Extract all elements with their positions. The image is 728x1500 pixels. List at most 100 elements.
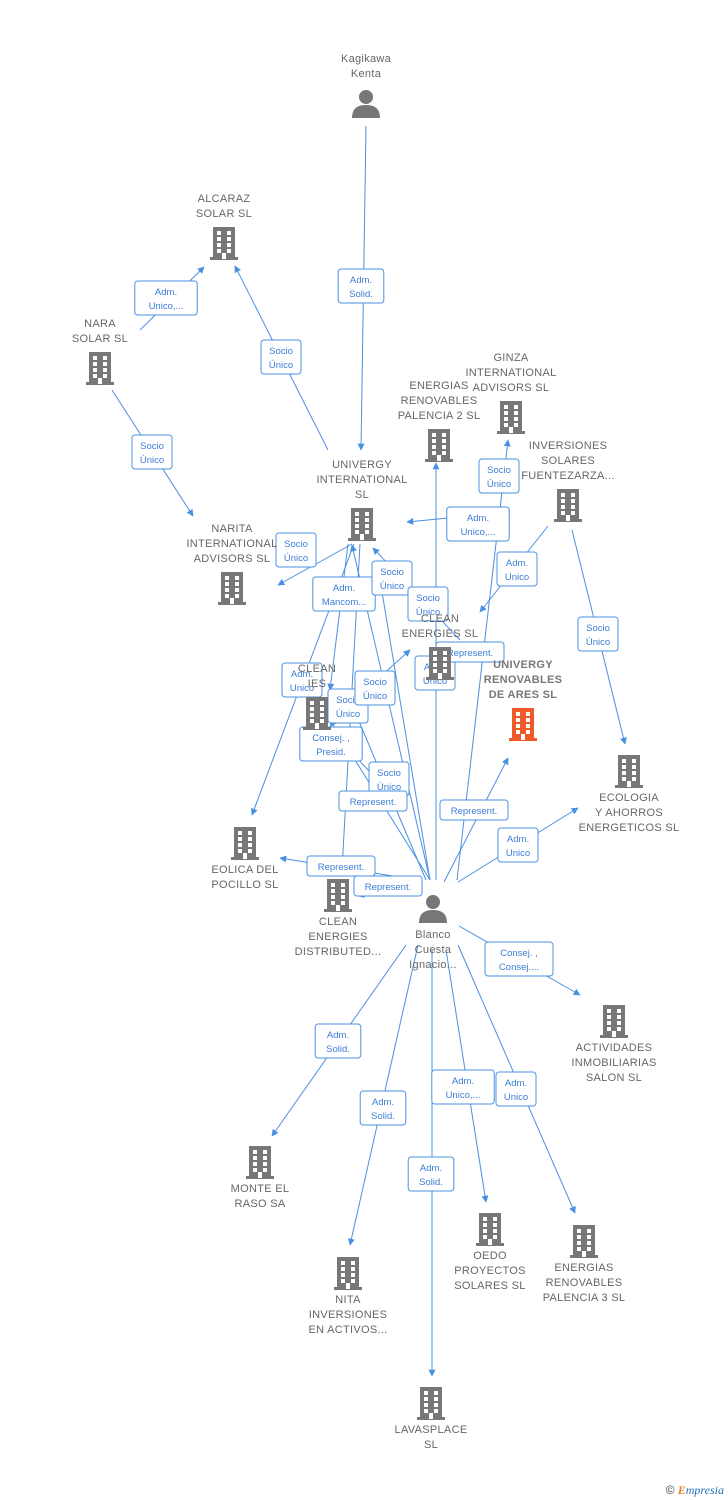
edge-label-blanco-to-univergy_ares[interactable]: Represent. <box>439 799 509 821</box>
edge-label-text: Adm. <box>467 513 489 524</box>
edge-label-clean_ies-to-clean_dist[interactable]: Represent. <box>338 790 408 812</box>
edge-label-fuentezarza-to-clean_es[interactable]: Adm.Unico <box>496 551 538 587</box>
node-label: INTERNATIONAL <box>316 474 407 486</box>
edge-label-blanco-to-oedo[interactable]: Adm. Unico,... <box>431 1069 495 1105</box>
edge-label-text: Adm. <box>452 1076 474 1087</box>
node-label: ADVISORS SL <box>473 382 550 394</box>
edge-label-box <box>439 799 509 821</box>
edge-label-blanco-to-nita[interactable]: Adm.Solid. <box>359 1090 407 1126</box>
edge-label-text: Adm. <box>506 558 528 569</box>
node-label: ENERGIES SL <box>402 628 479 640</box>
node-label: INTERNATIONAL <box>186 538 277 550</box>
node-label: NARITA <box>211 523 253 535</box>
edge-label-text: Represent. <box>350 797 396 808</box>
node-label: DE ARES SL <box>489 689 558 701</box>
edge-label-box <box>495 1071 537 1107</box>
edge-label-text: Único <box>284 553 308 564</box>
edge-univergy_int-to-clean_ies <box>327 543 349 691</box>
edge-label-blanco-to-eolica[interactable]: Represent. <box>306 855 376 877</box>
edge-label-text: Socio <box>140 441 164 452</box>
edge-label-text: Adm. <box>372 1097 394 1108</box>
edge-label-kagikawa-to-univergy_int[interactable]: Adm.Solid. <box>337 268 385 304</box>
node-blanco[interactable]: BlancoCuestaIgnacio... <box>409 895 457 971</box>
edge-label-blanco-to-actividades[interactable]: Consej. ,Consej.... <box>484 941 554 977</box>
edge-label-text: Socio <box>586 623 610 634</box>
edge-label-text: Unico <box>506 848 530 859</box>
node-label: FUENTEZARZA... <box>521 470 614 482</box>
node-label: ENERGIES <box>308 931 367 943</box>
edge-label-text: Único <box>336 709 360 720</box>
edge-label-text: Presid. <box>316 747 346 758</box>
edge-label-blanco-to-univergy_int[interactable]: Adm.Mancom... <box>312 576 376 612</box>
edge-label-univergy_int-to-eolica[interactable]: Adm.Unico <box>281 662 323 698</box>
edge-label-box <box>338 790 408 812</box>
node-fuentezarza[interactable]: INVERSIONESSOLARESFUENTEZARZA... <box>521 440 614 522</box>
edge-label-blanco-to-energias3[interactable]: Adm. Unico <box>495 1071 537 1107</box>
edge-label-text: Socio <box>284 539 308 550</box>
edge-label-box <box>134 280 198 316</box>
edge-label-blanco-to-lavasplace[interactable]: Adm.Solid. <box>407 1156 455 1192</box>
node-label: SOLAR SL <box>72 333 128 345</box>
edge-label-blanco-to-monte[interactable]: Adm.Solid. <box>314 1023 362 1059</box>
edge-label-text: Adm. <box>350 275 372 286</box>
node-label: Cuesta <box>415 944 452 956</box>
node-label: SL <box>355 489 369 501</box>
edge-label-text: Unico <box>423 676 447 687</box>
edge-label-text: Unico <box>504 1092 528 1103</box>
building-icon <box>348 508 376 541</box>
edge-labels-layer: Adm.Solid.Adm.Unico,...SocioÚnicoSocioÚn… <box>131 268 619 1192</box>
node-label: PROYECTOS <box>454 1265 526 1277</box>
edge-label-nara-to-alcaraz[interactable]: Adm.Unico,... <box>134 280 198 316</box>
edge-label-box <box>407 586 449 622</box>
node-label: EOLICA DEL <box>211 864 278 876</box>
edge-label-blanco-to-ecologia[interactable]: Adm.Unico <box>497 827 539 863</box>
node-label: INVERSIONES <box>309 1309 388 1321</box>
empresia-logo[interactable]: Empresia <box>677 1483 724 1497</box>
edge-label-fuentezarza-to-univergy_int[interactable]: Adm.Unico,... <box>446 506 510 542</box>
edge-label-text: Adm. <box>505 1078 527 1089</box>
edge-label-box <box>353 875 423 897</box>
edge-label-text: Solid. <box>419 1177 443 1188</box>
edge-label-text: Unico,... <box>149 301 184 312</box>
edge-label-box <box>131 434 173 470</box>
node-label: Kenta <box>351 68 382 80</box>
node-label: Kagikawa <box>341 53 392 65</box>
edge-label-blanco-to-clean_ies[interactable]: Consej. ,Presid. <box>299 726 363 762</box>
node-label: ALCARAZ <box>198 193 251 205</box>
node-clean_dist[interactable]: CLEANENERGIESDISTRIBUTED... <box>295 879 382 958</box>
edge-label-box <box>478 458 520 494</box>
edge-label-text: Unico,... <box>446 1090 481 1101</box>
edge-label-blanco-to-clean_dist[interactable]: Represent. <box>353 875 423 897</box>
edge-label-box <box>446 506 510 542</box>
node-label: ACTIVIDADES <box>576 1042 653 1054</box>
